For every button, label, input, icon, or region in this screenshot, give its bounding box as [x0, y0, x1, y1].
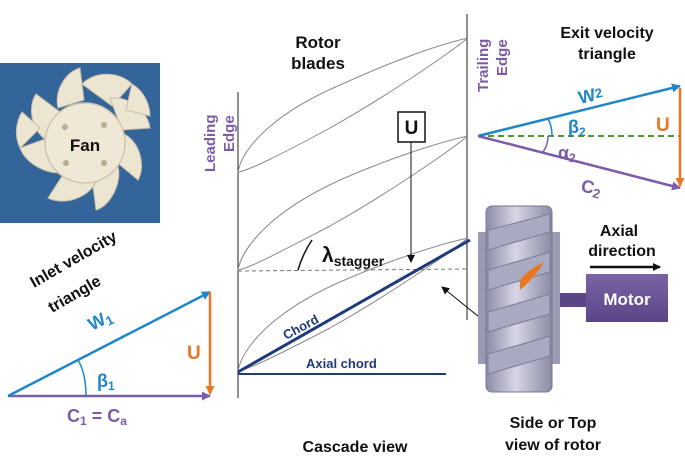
- motor-shaft: [560, 293, 587, 307]
- highlighted-blade: [520, 262, 544, 290]
- exit-triangle-title-2: triangle: [578, 46, 636, 63]
- axial-direction-label-2: direction: [588, 243, 656, 260]
- stagger-angle-arc: [297, 239, 313, 271]
- w2-label: W2: [576, 83, 604, 108]
- rotor-blade-3: [237, 237, 469, 372]
- exit-triangle-title-1: Exit velocity: [560, 25, 653, 42]
- rotor-blades-label-2: blades: [291, 54, 345, 73]
- u-exit-label: U: [656, 115, 670, 136]
- w2-vector: [477, 83, 681, 138]
- motor-body: [586, 274, 668, 322]
- stagger-reference-line: [237, 268, 469, 272]
- axial-chord-label: Axial chord: [306, 356, 377, 371]
- rotor-side-view: [478, 205, 560, 393]
- alpha2-label: α2: [558, 143, 576, 165]
- inlet-triangle-title-1: Inlet velocity: [28, 228, 121, 291]
- fan-photo: Fan: [0, 63, 160, 223]
- side-view-label-1: Side or Top: [510, 415, 597, 432]
- u-box-label: U: [405, 118, 419, 139]
- w1-label: W1: [85, 306, 117, 337]
- leading-edge-label-1: Leading: [202, 114, 219, 172]
- alpha2-arc: [542, 135, 549, 153]
- motor-label: Motor: [603, 290, 651, 309]
- side-view-label-2: view of rotor: [505, 437, 601, 454]
- axial-direction-label-1: Axial: [600, 223, 638, 240]
- rotor-blade-1: [237, 37, 469, 173]
- trailing-edge-label-1: Trailing: [475, 39, 492, 92]
- beta1-arc: [77, 359, 87, 397]
- beta2-label: β2: [568, 117, 586, 139]
- leading-edge-label-2: Edge: [221, 115, 238, 152]
- u-box: [397, 111, 426, 143]
- u-inlet-label: U: [187, 343, 201, 364]
- fan-label: Fan: [70, 136, 100, 155]
- chord-line: [237, 238, 471, 374]
- rotor-blade-2: [237, 135, 469, 271]
- cascade-view-label: Cascade view: [303, 439, 409, 456]
- c2-label: C2: [579, 175, 604, 201]
- fan-blades: [15, 67, 151, 211]
- beta1-label: β1: [97, 371, 115, 393]
- rotor-blades-label-1: Rotor: [295, 33, 341, 52]
- stagger-symbol: λstagger: [322, 244, 385, 269]
- beta2-arc: [547, 118, 553, 137]
- c2-vector: [477, 134, 681, 191]
- w1-vector: [7, 290, 211, 398]
- c1-label: C1 = Ca: [67, 406, 127, 428]
- trailing-edge-label-2: Edge: [494, 39, 511, 76]
